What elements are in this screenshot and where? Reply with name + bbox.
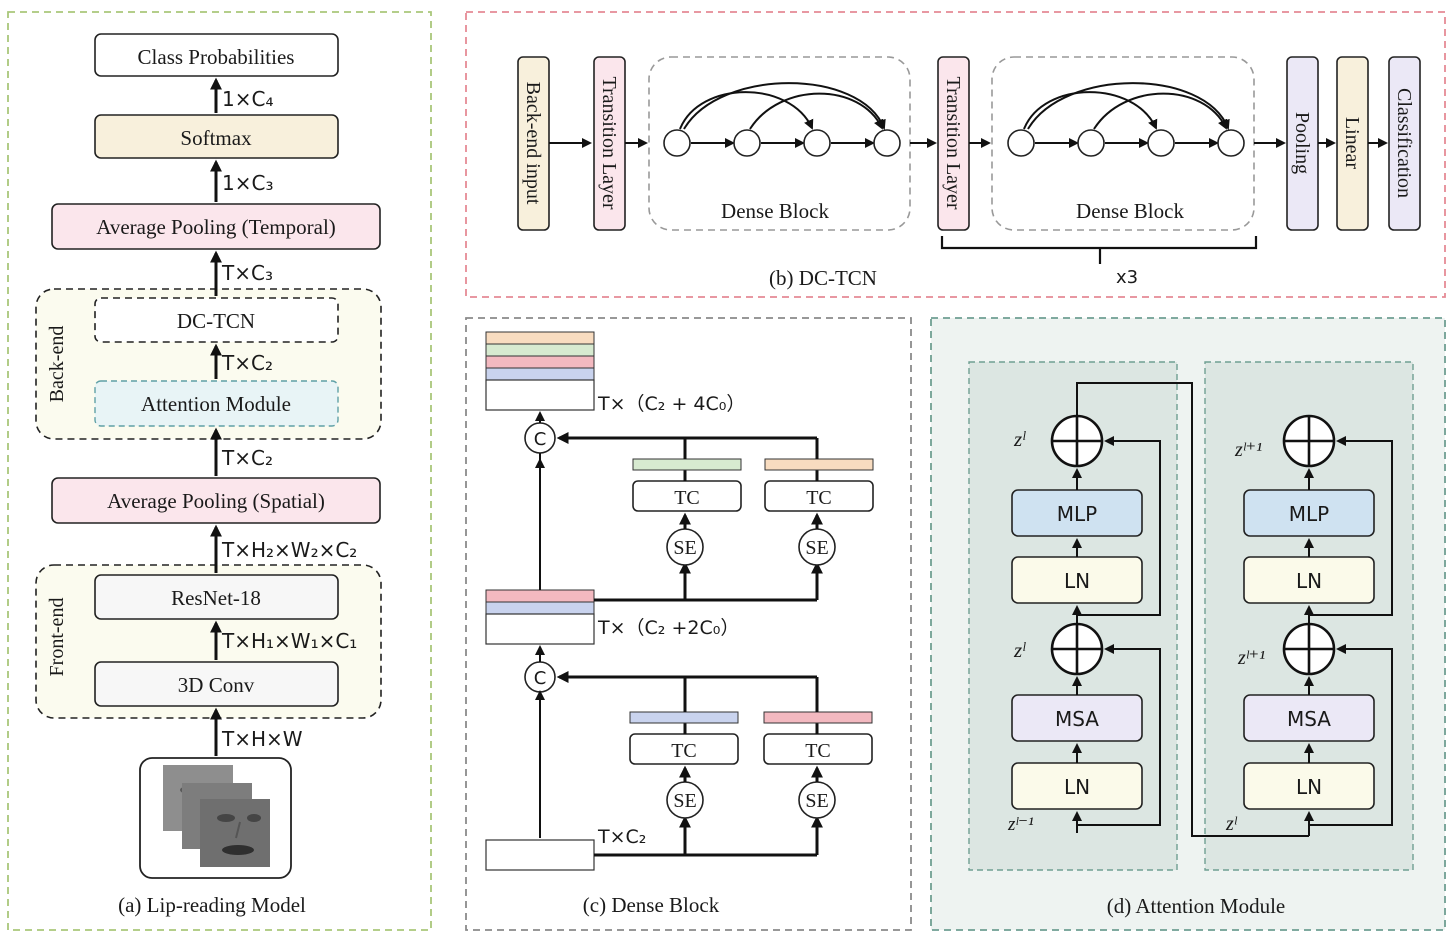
backend-group-label: Back-end bbox=[46, 326, 68, 403]
dense-block-1-label: Dense Block bbox=[721, 199, 829, 223]
transition-layer-2-label: Transition Layer bbox=[942, 76, 964, 209]
dense-block-2-graph bbox=[1007, 82, 1245, 157]
softmax-box bbox=[94, 114, 339, 159]
dim-txh1xw1xc1: T×H₁×W₁×C₁ bbox=[221, 629, 357, 653]
panel-b-caption: (b) DC-TCN bbox=[769, 266, 877, 290]
dense-block-2-label: Dense Block bbox=[1076, 199, 1184, 223]
concat-top-label: C bbox=[534, 429, 547, 450]
left-label-bot: zˡ⁻¹ bbox=[1007, 814, 1034, 835]
tc-upper-left bbox=[632, 480, 742, 512]
repeat-brace bbox=[940, 236, 1258, 264]
panel-c-dense-block: T×（C₂ + 4C₀） T×（C₂ +2C₀） T×C₂ C C SE SE bbox=[465, 317, 912, 931]
left-ln-top-label: LN bbox=[1064, 569, 1090, 593]
right-mlp-label: MLP bbox=[1289, 502, 1329, 526]
tc-lower-right-label: TC bbox=[805, 740, 831, 762]
avg-pool-temporal-label: Average Pooling (Temporal) bbox=[96, 215, 336, 239]
class-probabilities-box bbox=[94, 33, 339, 77]
right-label-top: zˡ⁺¹ bbox=[1234, 439, 1262, 461]
se-lower-right-label: SE bbox=[805, 790, 828, 812]
dim-top: T×（C₂ + 4C₀） bbox=[597, 393, 745, 415]
avg-pool-spatial-box bbox=[51, 477, 381, 524]
panel-d-attention-module: LN MSA LN MLP zˡ zˡ zˡ⁻¹ bbox=[930, 317, 1446, 931]
tc-upper-right bbox=[764, 480, 874, 512]
dim-txc2-b: T×C₂ bbox=[221, 446, 273, 470]
backend-input-label: Back-end input bbox=[522, 82, 544, 205]
repeat-label: x3 bbox=[1116, 267, 1138, 288]
dim-txhxw: T×H×W bbox=[221, 727, 303, 751]
panel-c-caption: (c) Dense Block bbox=[583, 893, 720, 917]
left-encoder: LN MSA LN MLP bbox=[1011, 414, 1161, 833]
tc-lower-left-label: TC bbox=[671, 740, 697, 762]
tensor-bottom bbox=[485, 839, 595, 871]
dc-tcn-label: DC-TCN bbox=[177, 309, 255, 333]
avg-pool-temporal-box bbox=[51, 203, 381, 250]
dim-bot: T×C₂ bbox=[597, 826, 646, 848]
left-msa-label: MSA bbox=[1055, 707, 1099, 731]
attention-module-box bbox=[94, 380, 339, 427]
attention-module-label: Attention Module bbox=[141, 392, 291, 416]
panel-a-border bbox=[7, 11, 432, 931]
panel-a-caption: (a) Lip-reading Model bbox=[118, 893, 306, 917]
tensor-mid bbox=[485, 589, 595, 645]
panel-a-lip-reading-model: Class Probabilities Softmax Average Pool… bbox=[7, 11, 432, 931]
panel-d-caption: (d) Attention Module bbox=[1107, 894, 1285, 918]
pooling-label: Pooling bbox=[1291, 112, 1313, 174]
linear-label: Linear bbox=[1341, 117, 1363, 170]
frontend-group-label: Front-end bbox=[46, 598, 68, 677]
block-connector bbox=[1076, 382, 1309, 837]
dc-tcn-box bbox=[94, 297, 339, 343]
classification-label: Classification bbox=[1393, 88, 1415, 198]
tensor-top bbox=[485, 331, 595, 411]
dim-txh2xw2xc2: T×H₂×W₂×C₂ bbox=[221, 538, 357, 562]
class-probabilities-label: Class Probabilities bbox=[138, 45, 295, 69]
right-ln-top-label: LN bbox=[1296, 569, 1322, 593]
softmax-label: Softmax bbox=[180, 126, 252, 150]
dim-1xc3: 1×C₃ bbox=[222, 171, 273, 195]
face-frames-image bbox=[163, 765, 270, 867]
conv3d-label: 3D Conv bbox=[178, 673, 255, 697]
out-bar-orange bbox=[764, 458, 874, 471]
left-ln-bottom-label: LN bbox=[1064, 775, 1090, 799]
left-label-top: zˡ bbox=[1013, 427, 1026, 451]
panel-b-border bbox=[465, 11, 1446, 298]
right-msa-label: MSA bbox=[1287, 707, 1331, 731]
resnet-box bbox=[94, 574, 339, 620]
tc-upper-right-label: TC bbox=[806, 487, 832, 509]
right-label-bot: zˡ bbox=[1225, 813, 1238, 835]
dim-txc2-a: T×C₂ bbox=[221, 351, 273, 375]
classification-box bbox=[1388, 56, 1421, 231]
panel-b-dc-tcn: Back-end input Transition Layer Dense Bl… bbox=[465, 11, 1446, 298]
right-ln-bottom-label: LN bbox=[1296, 775, 1322, 799]
left-label-mid: zˡ bbox=[1013, 638, 1026, 662]
se-upper-right-label: SE bbox=[805, 537, 828, 559]
se-lower-left-label: SE bbox=[673, 790, 696, 812]
concat-bottom-label: C bbox=[534, 668, 547, 689]
avg-pool-spatial-label: Average Pooling (Spatial) bbox=[107, 489, 325, 513]
out-bar-blue bbox=[629, 711, 739, 724]
right-label-mid: zˡ⁺¹ bbox=[1237, 647, 1265, 669]
dim-mid: T×（C₂ +2C₀） bbox=[597, 617, 739, 639]
dim-txc3: T×C₃ bbox=[221, 261, 273, 285]
dense-block-1-graph bbox=[663, 82, 901, 157]
tc-upper-left-label: TC bbox=[674, 487, 700, 509]
dim-1xc4: 1×C₄ bbox=[222, 87, 273, 111]
out-bar-green bbox=[632, 458, 742, 471]
se-upper-left-label: SE bbox=[673, 537, 696, 559]
conv3d-box bbox=[94, 661, 339, 707]
transition-layer-1-label: Transition Layer bbox=[598, 76, 620, 209]
right-encoder: LN MSA LN MLP bbox=[1243, 414, 1393, 836]
panel-c-border bbox=[465, 317, 912, 931]
left-mlp-label: MLP bbox=[1057, 502, 1097, 526]
resnet-label: ResNet-18 bbox=[171, 586, 261, 610]
out-bar-pink bbox=[763, 711, 873, 724]
